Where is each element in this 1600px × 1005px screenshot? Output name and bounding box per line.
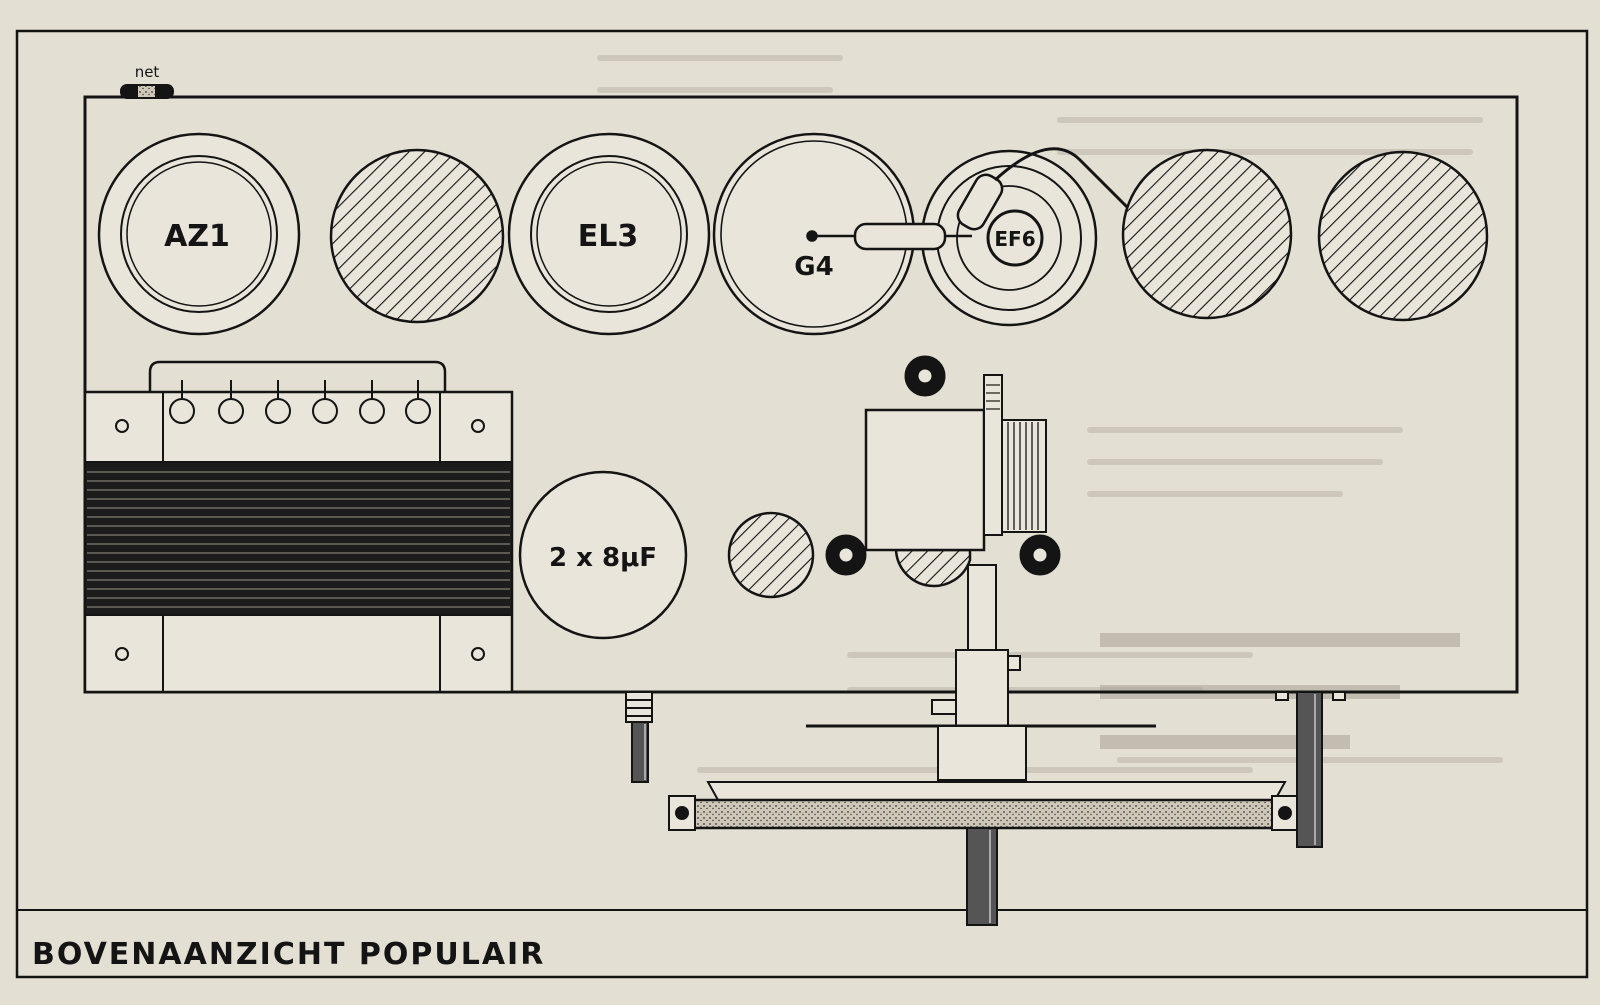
tube-az1: AZ1: [97, 132, 301, 336]
tuning-capacitor: [825, 355, 1061, 651]
tube-az1-label: AZ1: [164, 219, 230, 254]
tube-socket-hole: [329, 148, 505, 324]
mains-inlet: net: [120, 63, 174, 99]
standoff-rod: [1275, 691, 1346, 848]
dial-pulley: [668, 781, 1299, 926]
tube-el3-label: EL3: [578, 219, 638, 254]
grid-cap-resistor: [806, 147, 1137, 251]
tube-socket-hole: [1121, 148, 1293, 320]
transformer-solder-lugs: [169, 380, 431, 424]
electrolytic-capacitor: 2 x 8μF: [518, 470, 688, 640]
tube-socket-hole: [1317, 150, 1489, 322]
mains-label: net: [135, 63, 160, 81]
potentiometer-shaft: [625, 691, 653, 783]
capacitor-label: 2 x 8μF: [549, 543, 657, 573]
chassis-hole: [894, 548, 972, 588]
chassis-hole: [727, 511, 815, 599]
paper-bleed-through: [597, 55, 1503, 773]
tube-ef6-label: EF6: [994, 227, 1035, 251]
page-border: [15, 29, 1589, 979]
tube-el3: EL3: [507, 132, 711, 336]
tube-ef6: EF6: [920, 149, 1098, 327]
tuning-shaft-coupler: [806, 649, 1156, 781]
mains-transformer: [83, 360, 514, 694]
transformer-windings: [84, 461, 513, 616]
coil-can-g4-label: G4: [794, 252, 833, 282]
diagram-caption: BOVENAANZICHT POPULAIR: [32, 937, 545, 972]
